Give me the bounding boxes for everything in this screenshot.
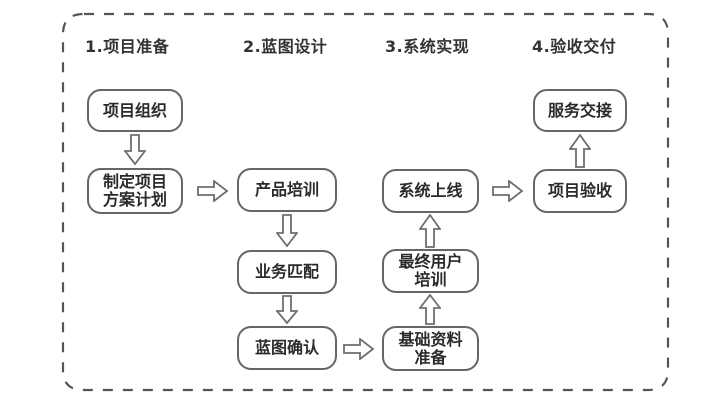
node-label: 项目验收 bbox=[547, 181, 612, 200]
node-end-user-training: 最终用户培训 bbox=[382, 249, 479, 293]
arrow-right-icon bbox=[343, 338, 375, 360]
node-basic-data-preparation: 基础资料准备 bbox=[382, 326, 479, 371]
node-label-line1: 基础资料 bbox=[398, 329, 463, 349]
node-label-line1: 制定项目 bbox=[102, 172, 167, 191]
arrow-up-icon bbox=[419, 294, 441, 325]
dashed-border bbox=[61, 12, 670, 392]
arrow-down-icon bbox=[124, 134, 146, 166]
node-blueprint-confirmation: 蓝图确认 bbox=[237, 326, 337, 370]
arrow-right-icon bbox=[197, 180, 229, 202]
arrow-up-icon bbox=[419, 214, 441, 248]
node-product-training: 产品培训 bbox=[237, 168, 337, 212]
node-system-go-live: 系统上线 bbox=[382, 169, 479, 213]
phase-label-2: 2.蓝图设计 bbox=[243, 37, 328, 56]
node-label-line1: 最终用户 bbox=[398, 252, 463, 271]
node-label: 系统上线 bbox=[398, 181, 463, 200]
node-project-acceptance: 项目验收 bbox=[533, 169, 627, 213]
node-project-organization: 项目组织 bbox=[87, 89, 183, 132]
node-label-line2: 方案计划 bbox=[102, 190, 167, 209]
node-label: 产品培训 bbox=[254, 180, 319, 199]
arrow-right-icon bbox=[492, 180, 524, 202]
node-label-line2: 培训 bbox=[414, 270, 447, 289]
node-label: 项目组织 bbox=[102, 100, 167, 120]
arrow-up-icon bbox=[569, 134, 591, 168]
arrow-down-icon bbox=[276, 295, 298, 325]
phase-label-4: 4.验收交付 bbox=[532, 37, 617, 56]
node-label: 服务交接 bbox=[547, 100, 612, 120]
node-label-line2: 准备 bbox=[414, 347, 447, 367]
node-label: 蓝图确认 bbox=[254, 338, 319, 357]
node-business-matching: 业务匹配 bbox=[237, 250, 337, 294]
arrow-down-icon bbox=[276, 214, 298, 248]
node-service-handover: 服务交接 bbox=[533, 89, 627, 132]
phase-label-3: 3.系统实现 bbox=[385, 37, 470, 56]
phase-label-1: 1.项目准备 bbox=[85, 37, 170, 56]
node-label: 业务匹配 bbox=[254, 262, 319, 281]
node-project-plan: 制定项目方案计划 bbox=[87, 168, 183, 214]
